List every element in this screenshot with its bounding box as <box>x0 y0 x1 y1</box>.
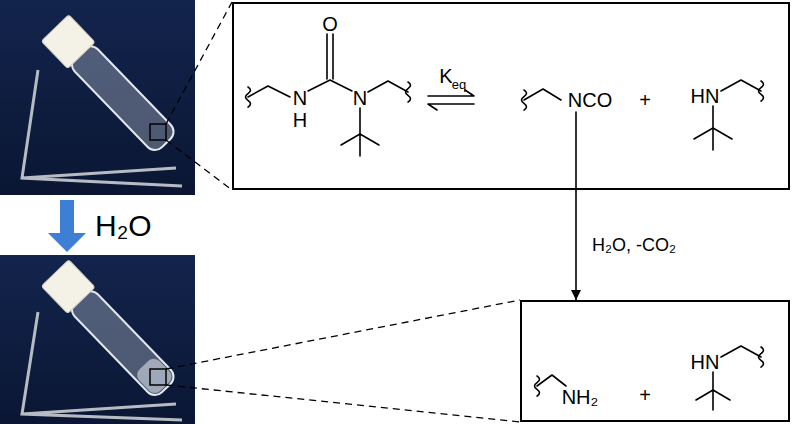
tert-butyl-bonds <box>341 108 379 156</box>
bond-line <box>248 86 290 97</box>
tert-butyl-bonds <box>696 372 730 410</box>
wavy-bond <box>406 82 411 102</box>
equilibrium-arrow <box>428 90 474 96</box>
chemical-label: + <box>639 385 651 405</box>
reaction-box: NH₂ + HN <box>520 300 790 422</box>
wavy-bond <box>535 376 540 396</box>
chemical-label: HN <box>691 86 720 106</box>
wavy-bond <box>759 347 764 367</box>
vial-cap <box>41 260 95 314</box>
zoom-square <box>150 369 166 385</box>
bond-line <box>721 80 761 91</box>
chemical-label: + <box>639 90 651 110</box>
process-arrow <box>48 233 86 252</box>
zoom-line <box>166 2 520 422</box>
photo-background <box>0 255 195 424</box>
reaction-box: ONHNKeqNCO+HN <box>232 2 790 190</box>
chemical-label: eq <box>452 78 466 91</box>
zoom-square <box>150 124 166 140</box>
reaction-arrow <box>575 190 577 300</box>
process-arrow <box>60 200 74 234</box>
equilibrium-arrow <box>428 104 474 110</box>
tert-butyl-bonds <box>694 106 732 150</box>
chemical-label: N <box>293 88 307 108</box>
vial <box>41 260 179 401</box>
vial-liquid <box>134 355 175 396</box>
bond-line <box>368 81 408 92</box>
photo-background <box>0 0 195 195</box>
bond-line <box>537 375 566 386</box>
double-bond <box>327 34 333 79</box>
chemical-label: K <box>439 66 452 86</box>
bond-line <box>524 89 561 100</box>
vial <box>41 15 179 156</box>
bond-line <box>308 80 352 91</box>
vial-cap <box>41 15 95 69</box>
chemical-label: NH₂ <box>562 387 599 407</box>
chemical-label: H <box>293 110 307 130</box>
vial-glass <box>68 42 178 154</box>
reagent-label: H₂O, -CO₂ <box>590 235 678 255</box>
vial-glass <box>68 287 178 399</box>
chemical-label: N <box>353 88 367 108</box>
reaction-line <box>575 112 577 188</box>
chemical-label: HN <box>691 352 720 372</box>
chemical-label: NCO <box>568 90 612 110</box>
reagent-label: H₂O <box>95 211 152 241</box>
chemical-label: O <box>322 14 338 34</box>
bond-line <box>721 346 761 357</box>
wavy-bond <box>759 81 764 101</box>
